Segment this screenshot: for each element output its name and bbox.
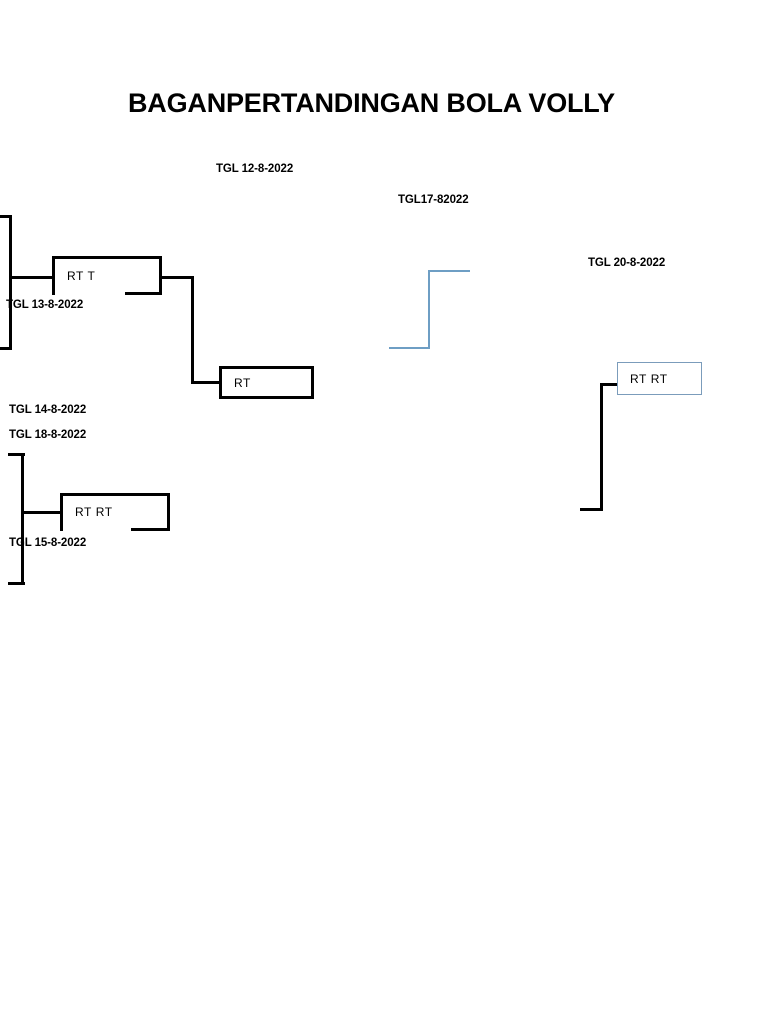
match-box-upper-left-label: RT T [67, 268, 96, 283]
match-box-lower-left[interactable]: RT RT [60, 493, 170, 531]
bracket-upper-top-stub [0, 215, 12, 218]
page-title: BAGANPERTANDINGAN BOLA VOLLY [128, 88, 615, 118]
match-box-upper-left[interactable]: RT T [52, 256, 162, 295]
bracket-lower-feed [21, 511, 63, 514]
bracket-upper-bottom-stub [0, 347, 12, 350]
semifinal-connector-spine [428, 270, 430, 349]
match-box-final[interactable]: RT RT [617, 362, 702, 395]
date-label-round1-left-c: TGL 15-8-2022 [9, 537, 87, 549]
date-label-round1-left-b: TGL 14-8-2022 [9, 404, 87, 416]
connector-upper-into-rt [191, 381, 222, 384]
date-label-semifinal: TGL17-82022 [398, 194, 469, 206]
final-connector-top [600, 383, 620, 386]
match-box-upper-left-bottom-gap [55, 290, 125, 296]
date-label-round1-left-a: TGL 13-8-2022 [6, 299, 84, 311]
match-box-lower-left-bottom-gap [63, 526, 131, 532]
semifinal-connector-bottom [389, 347, 430, 349]
bracket-upper-feed [9, 276, 55, 279]
bracket-upper-spine [9, 215, 12, 350]
bracket-lower-bottom-stub [8, 582, 25, 585]
final-connector-spine [600, 383, 603, 511]
connector-upper-drop [191, 276, 194, 384]
match-box-upper-right[interactable]: RT [219, 366, 314, 399]
connector-upper-out [161, 276, 194, 279]
semifinal-connector-top [428, 270, 470, 272]
date-label-final: TGL 20-8-2022 [588, 257, 666, 269]
match-box-upper-right-label: RT [234, 375, 251, 390]
date-label-round1-top: TGL 12-8-2022 [216, 163, 294, 175]
date-label-round2-left: TGL 18-8-2022 [9, 429, 87, 441]
match-box-final-label: RT RT [630, 371, 668, 386]
final-connector-bottom [580, 508, 603, 511]
match-box-lower-left-label: RT RT [75, 505, 113, 519]
bracket-lower-top-stub [8, 453, 25, 456]
bracket-lower-spine [21, 453, 24, 585]
